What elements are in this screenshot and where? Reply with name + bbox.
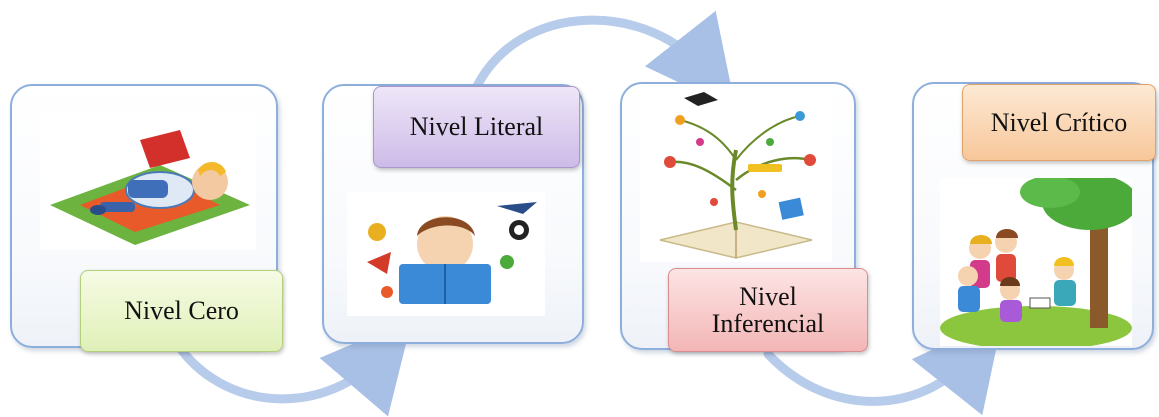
knowledge-tree-book-icon — [640, 90, 832, 262]
step-label-inferencial: Nivel Inferencial — [668, 268, 868, 352]
step-label-literal-text: Nivel Literal — [409, 112, 544, 142]
step-label-inferencial-line1: Nivel — [739, 281, 797, 311]
step-label-inferencial-line2: Inferencial — [711, 309, 825, 338]
children-reading-under-tree-icon — [940, 178, 1132, 346]
arrow-literal-to-inferencial — [471, 10, 736, 110]
step-label-critico-text: Nivel Crítico — [990, 107, 1128, 137]
arrow-inferencial-to-critico — [763, 316, 1004, 416]
boy-reading-book-icon — [347, 192, 545, 316]
step-label-cero-text: Nivel Cero — [124, 296, 239, 326]
step-label-cero: Nivel Cero — [80, 270, 283, 352]
step-label-critico: Nivel Crítico — [962, 84, 1156, 161]
step-label-literal: Nivel Literal — [373, 86, 580, 168]
arrow-cero-to-literal — [175, 318, 413, 417]
child-reading-on-rug-icon — [40, 110, 256, 250]
